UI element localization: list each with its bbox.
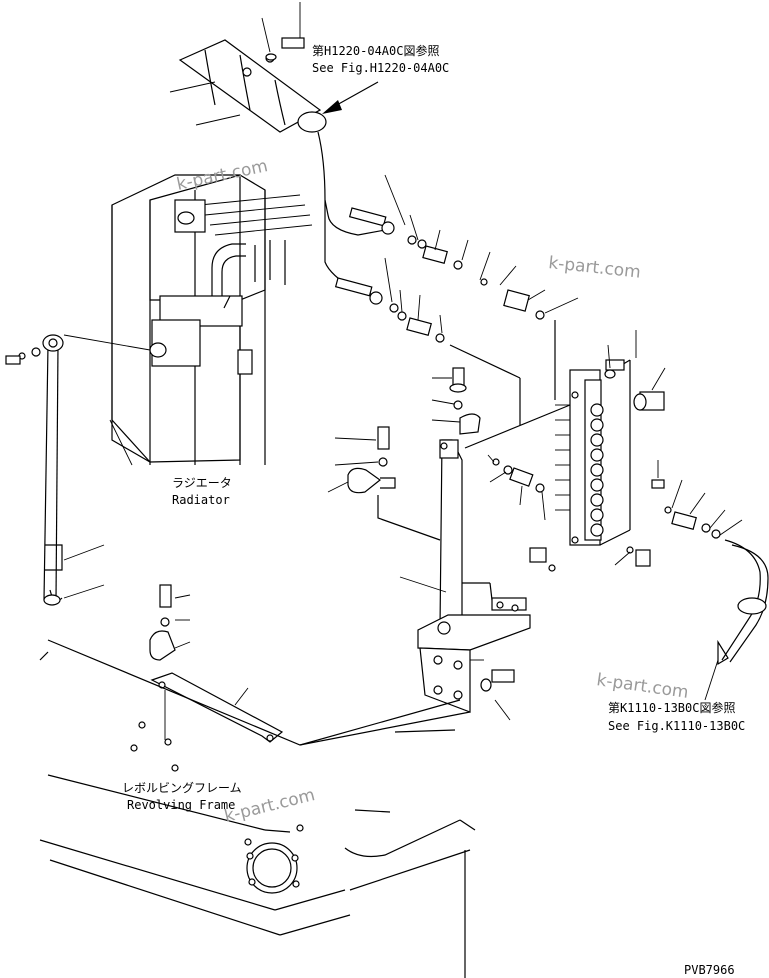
watermark-2: k-part.com: [547, 253, 641, 283]
link-rod: [5, 334, 151, 606]
watermark-3: k-part.com: [595, 670, 689, 703]
bottom-reference-jp: 第K1110-13B0C図参照: [608, 700, 735, 715]
bracket-parts: [327, 367, 481, 541]
manifold-block: [449, 320, 666, 546]
support-stand: [399, 439, 531, 721]
lower-bracket: [130, 584, 284, 772]
hose-upper: [317, 131, 386, 236]
bottom-reference-en: See Fig.K1110-13B0C: [608, 719, 745, 733]
drawing-number: PVB7966: [684, 963, 735, 977]
lower-fitting-row: [334, 257, 445, 343]
revolving-frame-label-en: Revolving Frame: [127, 798, 235, 812]
reference-arrows: [322, 81, 379, 114]
radiator-label-en: Radiator: [172, 493, 230, 507]
radiator-assembly: [111, 174, 313, 465]
upper-fitting-row: [348, 174, 579, 320]
manifold-fittings: [487, 454, 743, 572]
top-reference-en: See Fig.H1220-04A0C: [312, 61, 449, 75]
top-reference-jp: 第H1220-04A0C図参照: [312, 43, 439, 58]
revolving-frame: [39, 639, 476, 978]
output-hose: [704, 539, 769, 701]
revolving-frame-label-jp: レボルビングフレーム: [122, 781, 242, 795]
top-hose-clamp: [169, 2, 327, 133]
radiator-label-jp: ラジエータ: [172, 476, 232, 490]
